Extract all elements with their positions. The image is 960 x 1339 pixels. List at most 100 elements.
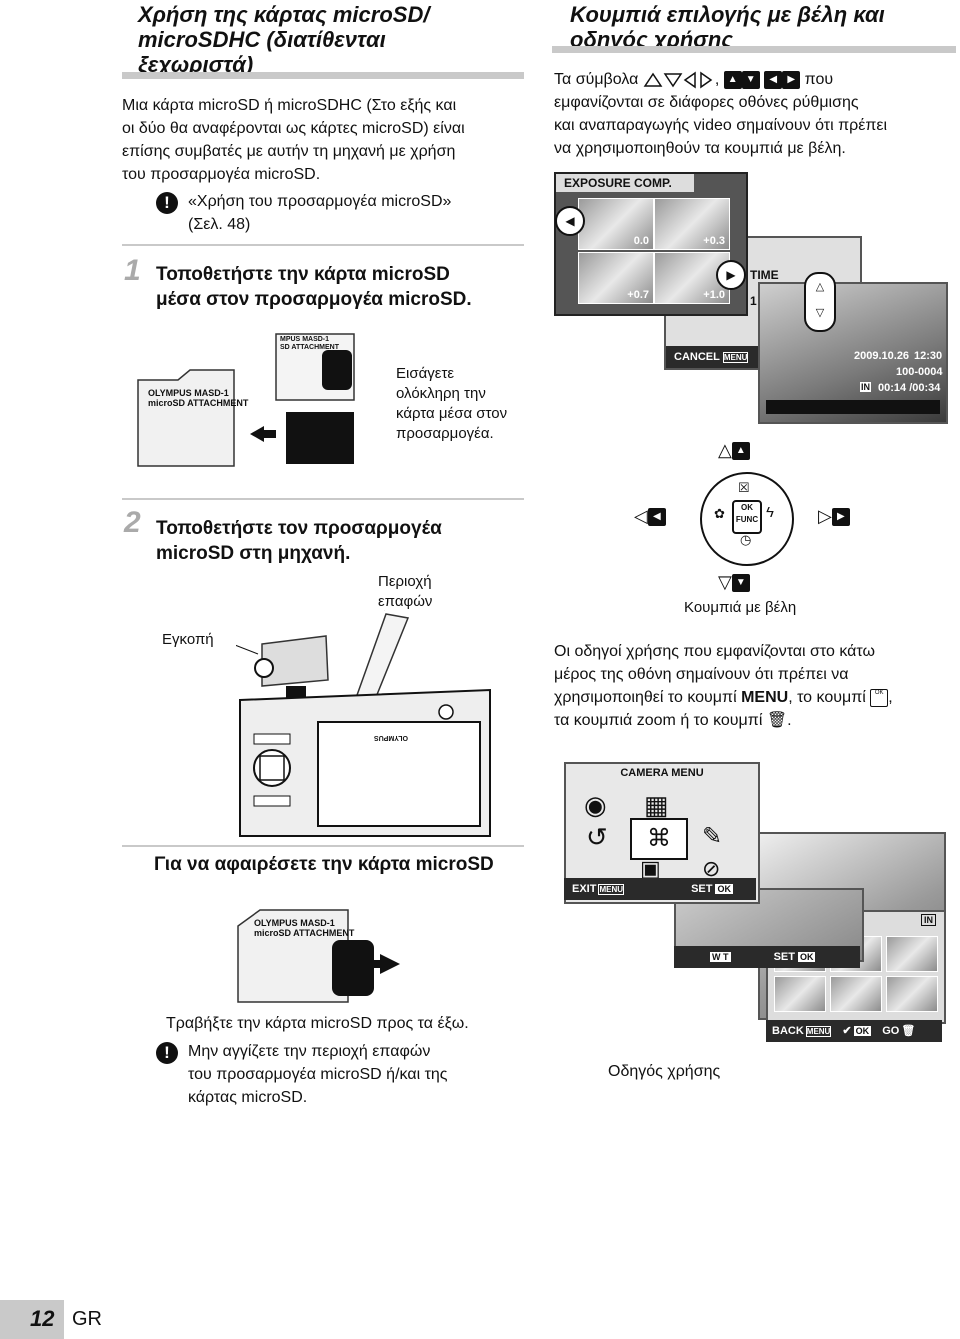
ev-value: +1.0 xyxy=(703,289,725,301)
scene-icon: ▣ xyxy=(640,856,661,881)
symbols-line: να χρησιμοποιηθούν τα κουμπιά με βέλη. xyxy=(554,140,846,157)
menu-option-icon: ◉ xyxy=(584,790,607,820)
guide-part: , το κουμπί xyxy=(788,689,866,706)
divider xyxy=(122,498,524,500)
intro-line: του προσαρμογέα microSD. xyxy=(122,166,321,183)
adapter-top-brand: MPUS xyxy=(280,336,301,343)
symbols-line: εμφανίζονται σε διάφορες οθόνες ρύθμισης xyxy=(554,94,859,111)
insert-line: Εισάγετε xyxy=(396,365,455,382)
contact-line: Περιοχή xyxy=(378,573,432,590)
note-line: (Σελ. 48) xyxy=(188,216,251,233)
ev-value: +0.7 xyxy=(627,289,649,301)
card-remove-illustration xyxy=(237,909,400,1003)
warning-line: κάρτας microSD. xyxy=(188,1089,308,1106)
guide-line: χρησιμοποιηθεί το κουμπί MENU, το κουμπί… xyxy=(554,686,958,709)
step-number: 1 xyxy=(124,254,141,287)
guide-part: , xyxy=(888,689,893,706)
guide-line: τα κουμπιά zoom ή το κουμπί 🗑. xyxy=(554,709,958,732)
step-line: Τοποθετήστε τον προσαρμογέα xyxy=(156,518,442,539)
arrow-buttons-caption: Κουμπιά με βέλη xyxy=(684,599,797,616)
intro-line: Μια κάρτα microSD ή microSDHC (Στο εξής … xyxy=(122,97,457,114)
warning-line: του προσαρμογέα microSD ή/και της xyxy=(188,1066,448,1083)
down-arrow-symbols: ▽▼ xyxy=(718,572,750,593)
ok-key-icon: OK xyxy=(853,1026,872,1036)
insert-line: κάρτα μέσα στον xyxy=(396,405,508,422)
menu-key-icon: MENU xyxy=(722,352,749,363)
guide-line: Οι οδηγοί χρήσης που εμφανίζονται στο κά… xyxy=(554,643,875,660)
ok-func-button: OK FUNC xyxy=(732,500,762,534)
title-line: Κουμπιά επιλογής με βέλη και xyxy=(570,2,885,27)
title-line: Χρήση της κάρτας microSD/ xyxy=(138,2,430,27)
remove-adapter-label: OLYMPUS MASD-1 microSD ATTACHMENT xyxy=(254,918,354,938)
step-line: Τοποθετήστε την κάρτα microSD xyxy=(156,264,450,285)
menu-option-icon: ▦ xyxy=(644,790,669,820)
symbols-line: και αναπαραγωγής video σημαίνουν ότι πρέ… xyxy=(554,117,888,134)
ev-thumbnail: +0.7 xyxy=(578,252,654,304)
zoom-wt-icon: W T xyxy=(710,952,731,962)
step2-title: Τοποθετήστε τον προσαρμογέα microSD στη … xyxy=(156,516,442,566)
adapter-insert-illustration xyxy=(137,333,355,467)
ok-label: OK xyxy=(741,503,753,512)
insert-line: ολόκληρη την xyxy=(396,385,486,402)
warning-icon: ! xyxy=(156,192,178,214)
page-number: 12 xyxy=(30,1306,55,1331)
trash-icon: 🗑 xyxy=(766,712,788,729)
note-text: «Χρήση του προσαρμογέα microSD» (Σελ. 48… xyxy=(188,190,451,236)
note-line: «Χρήση του προσαρμογέα microSD» xyxy=(188,193,452,210)
adapter-top-text: SD ATTACHMENT xyxy=(280,344,339,351)
intro-line: οι δύο θα αναφέρονται ως κάρτες microSD)… xyxy=(122,120,465,137)
set-label: SET xyxy=(773,951,795,963)
menu-button-label: MENU xyxy=(741,689,789,706)
play-file: 100-0004 xyxy=(896,366,943,378)
warning-line: Μην αγγίζετε την περιοχή επαφών xyxy=(188,1043,431,1060)
key-up-icon: ▲ xyxy=(723,70,742,89)
reset-icon: ↺ xyxy=(586,822,608,852)
menu-key-icon: MENU xyxy=(598,884,625,895)
outline-arrows-icon xyxy=(643,71,713,89)
image-thumbnail xyxy=(774,976,826,1012)
contact-area-label: Περιοχή επαφών xyxy=(378,572,432,612)
adapter-text: microSD ATTACHMENT xyxy=(254,928,355,938)
section-title-microsd: Χρήση της κάρτας microSD/ microSDHC (δια… xyxy=(138,2,429,77)
adapter-model: MASD-1 xyxy=(300,918,335,928)
page-number-tab xyxy=(0,1300,64,1339)
symbols-prefix: Τα σύμβολα xyxy=(554,71,639,88)
ok-func-key-icon: OK xyxy=(870,688,889,707)
remove-title: Για να αφαιρέσετε την κάρτα microSD xyxy=(154,854,494,875)
adapter-model: MASD-1 xyxy=(194,388,229,398)
right-arrow-highlight-icon: ▶ xyxy=(716,260,746,290)
camera-insert-illustration xyxy=(236,610,491,837)
symbols-text: Τα σύμβολα , ▲▼ ◀▶ που εμφανίζονται σε δ… xyxy=(554,68,958,160)
playback-control-bar xyxy=(766,400,940,414)
step-line: μέσα στον προσαρμογέα microSD. xyxy=(156,289,472,310)
guide-line: μέρος της οθόνη σημαίνουν ότι πρέπει να xyxy=(554,666,849,683)
title-line: microSDHC (διατίθενται xyxy=(138,27,386,52)
ok-key-icon: OK xyxy=(797,952,816,962)
step-number: 2 xyxy=(124,506,141,539)
play-progress: 00:14 /00:34 xyxy=(878,382,941,394)
section-title-arrow-buttons: Κουμπιά επιλογής με βέλη και οδηγός χρήσ… xyxy=(570,2,885,52)
exit-label: EXIT xyxy=(572,883,597,895)
camera-menu-title: CAMERA MENU xyxy=(620,767,704,779)
step-line: microSD στη μηχανή. xyxy=(156,543,351,564)
step1-title: Τοποθετήστε την κάρτα microSD μέσα στον … xyxy=(156,262,472,312)
go-label: GO xyxy=(882,1025,900,1037)
play-date: 2009.10.26 xyxy=(854,350,910,362)
divider xyxy=(122,845,524,847)
ev-value: +0.3 xyxy=(703,235,725,247)
title-rule xyxy=(552,46,956,53)
adapter-top-model: MASD-1 xyxy=(302,336,330,343)
exposure-title: EXPOSURE COMP. xyxy=(556,174,694,192)
insert-instruction: Εισάγετε ολόκληρη την κάρτα μέσα στον πρ… xyxy=(396,364,507,444)
image-thumbnail xyxy=(886,936,938,972)
key-left-icon: ◀ xyxy=(647,508,666,527)
symbols-suffix: που xyxy=(804,71,834,88)
symbols-line: Τα σύμβολα , ▲▼ ◀▶ που xyxy=(554,68,958,91)
guide-caption: Οδηγός χρήσης xyxy=(608,1063,721,1080)
cancel-label: CANCEL xyxy=(674,351,720,363)
macro-icon: ✿ xyxy=(714,506,725,521)
ok-key-icon: OK xyxy=(715,884,733,894)
contact-line: επαφών xyxy=(378,593,433,610)
